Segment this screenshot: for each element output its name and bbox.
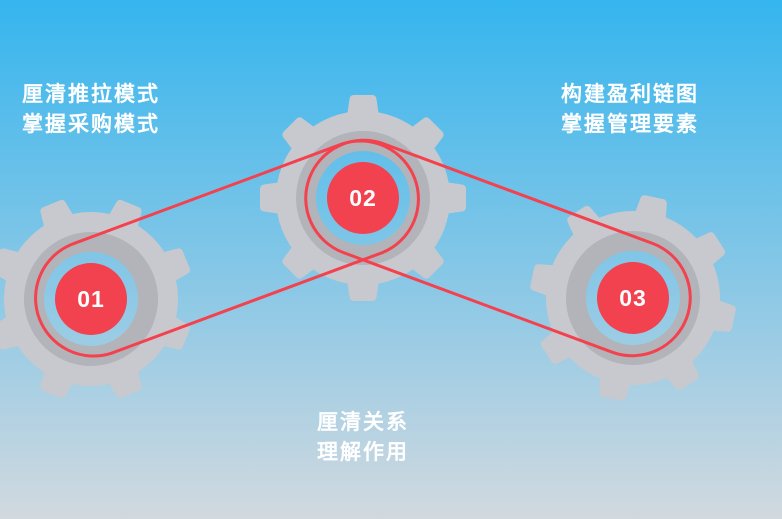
step-badge-03: 03 xyxy=(597,262,669,334)
label-line: 掌握管理要素 xyxy=(561,113,699,136)
step-number-02: 02 xyxy=(349,184,377,211)
label-line: 厘清关系 xyxy=(317,411,409,434)
label-line: 掌握采购模式 xyxy=(22,113,160,136)
step-number-03: 03 xyxy=(619,284,647,311)
label-line: 构建盈利链图 xyxy=(561,83,699,106)
belt-left-center xyxy=(34,139,420,358)
step-label-02: 厘清关系 理解作用 xyxy=(317,408,409,468)
step-label-01: 厘清推拉模式 掌握采购模式 xyxy=(22,80,160,140)
label-line: 理解作用 xyxy=(317,441,409,464)
step-number-01: 01 xyxy=(77,285,105,312)
belt-center-right xyxy=(304,138,692,358)
step-badge-01: 01 xyxy=(55,263,127,335)
step-badge-02: 02 xyxy=(327,162,399,234)
label-line: 厘清推拉模式 xyxy=(22,83,160,106)
step-label-03: 构建盈利链图 掌握管理要素 xyxy=(561,80,699,140)
